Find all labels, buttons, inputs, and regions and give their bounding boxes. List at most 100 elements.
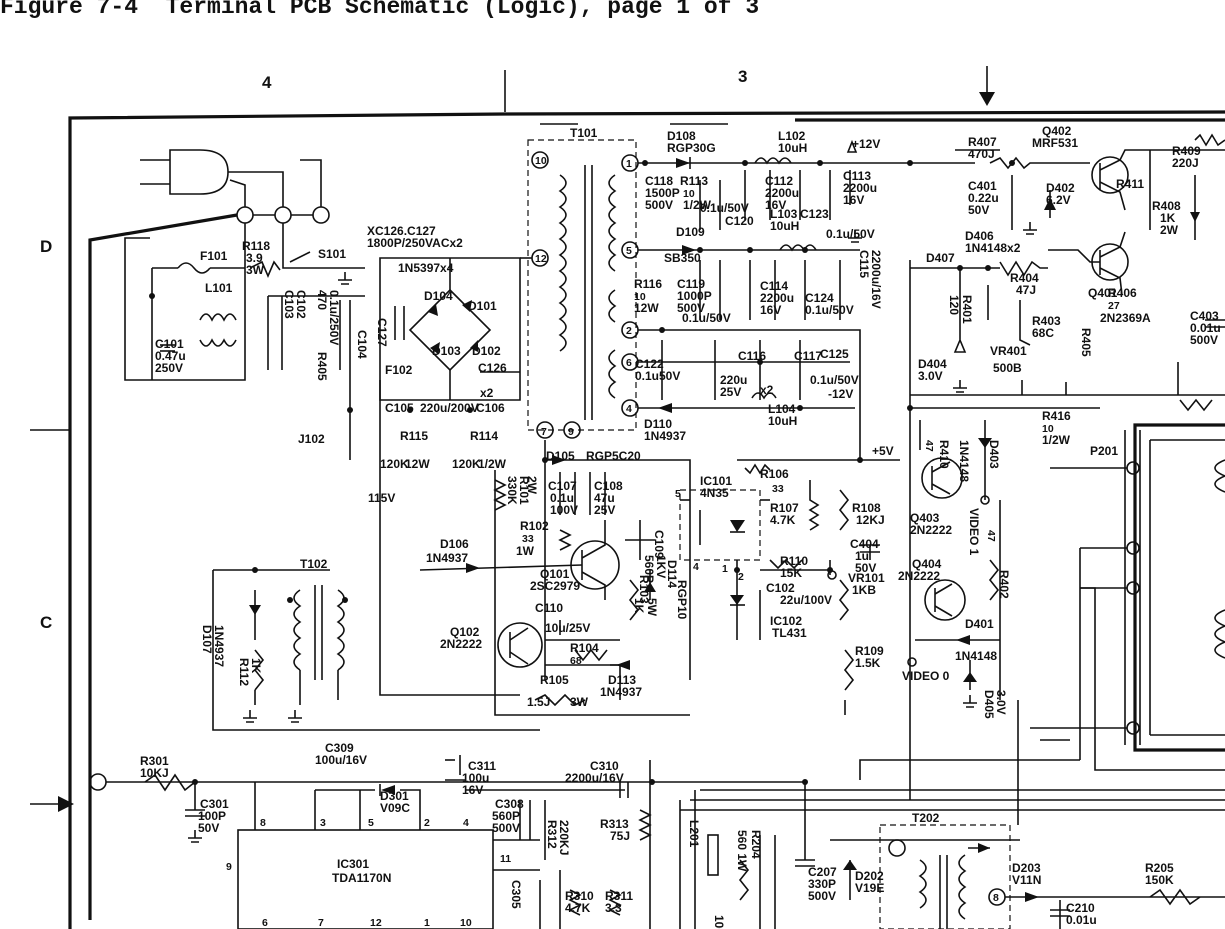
component-label: 330P: [808, 877, 836, 891]
component-label: 47u: [594, 491, 615, 505]
component-label: 2: [626, 325, 632, 337]
component-label: Q101: [540, 567, 570, 581]
component-label: 5W: [645, 598, 659, 617]
component-label: C120: [725, 214, 754, 228]
component-label: VR401: [990, 344, 1027, 358]
component-label: V09C: [380, 801, 410, 815]
component-label: 2: [424, 817, 430, 829]
component-label: C107: [548, 479, 577, 493]
component-label: R104: [570, 641, 599, 655]
component-label: Q404: [912, 557, 942, 571]
component-label: 15K: [780, 566, 802, 580]
component-label: C210: [1066, 901, 1095, 915]
component-label: R110: [780, 554, 808, 568]
component-label: 5: [626, 245, 632, 257]
component-label: C104: [355, 330, 369, 359]
component-label: 0.1u/50V: [700, 201, 749, 215]
component-label: C122: [635, 357, 664, 371]
component-label: D113: [608, 673, 636, 687]
component-label: MRF531: [1032, 136, 1078, 150]
component-label: C106: [476, 401, 505, 415]
component-label: D103: [432, 344, 461, 358]
transformer-t101: [520, 139, 639, 439]
component-label: 9: [568, 426, 574, 438]
component-label: R106: [760, 467, 789, 481]
component-label: C114: [760, 279, 788, 293]
border-frame: [30, 66, 1225, 929]
component-label: 1.5J: [527, 695, 550, 709]
component-label: 68: [570, 655, 582, 667]
component-label: R408: [1152, 199, 1181, 213]
component-label: D203: [1012, 861, 1041, 875]
component-label: D403: [987, 440, 1001, 469]
component-label: 3.3: [605, 901, 622, 915]
component-label: R401: [960, 295, 974, 324]
component-label: 100V: [550, 503, 578, 517]
component-label: TDA1170N: [332, 871, 391, 885]
component-label: 1000P: [677, 289, 712, 303]
component-label: 0.1u/50V: [810, 373, 859, 387]
component-label: R112: [237, 658, 251, 686]
component-label: C125: [820, 347, 849, 361]
component-label: 100P: [198, 809, 226, 823]
component-label: C118: [645, 174, 673, 188]
component-label: 1.5K: [855, 656, 881, 670]
component-label: 5: [675, 488, 681, 500]
figure-caption: Figure 7-4 Terminal PCB Schematic (Logic…: [0, 0, 760, 20]
component-label: 1N4937: [212, 625, 226, 667]
component-label: 2200u/16V: [565, 771, 624, 785]
deflection-section: [89, 548, 1225, 929]
component-label: D114: [665, 560, 679, 588]
component-label: C403: [1190, 309, 1219, 323]
component-label: 1KB: [852, 583, 876, 597]
component-label: 470J: [968, 147, 995, 161]
component-label: R116: [634, 277, 662, 291]
bridge-rectifier: [379, 257, 521, 401]
component-label: 500V: [492, 821, 520, 835]
component-label: R404: [1010, 271, 1039, 285]
component-label: 25V: [720, 385, 741, 399]
component-label: D406: [965, 229, 994, 243]
component-label: R416: [1042, 409, 1071, 423]
component-label: 0.01u: [1066, 913, 1097, 927]
component-label: 4N35: [700, 486, 729, 500]
component-label: D107: [200, 625, 214, 654]
component-label: C305: [509, 880, 523, 909]
component-label: x2: [480, 386, 494, 400]
component-label: C310: [590, 759, 619, 773]
component-label: R410: [937, 440, 951, 469]
component-label: D407: [926, 251, 955, 265]
component-label: C401: [968, 179, 997, 193]
component-label: 1N5397x4: [398, 261, 454, 275]
component-label: D101: [468, 299, 497, 313]
component-label: 50V: [855, 561, 876, 575]
component-label: 2200u/16V: [869, 250, 883, 309]
component-label: C115: [857, 250, 871, 278]
component-label: 3W: [570, 695, 589, 709]
component-label: 5: [368, 817, 374, 829]
component-label: Q403: [910, 511, 940, 525]
component-label: VIDEO 1: [967, 508, 981, 556]
component-label: 22u/100V: [780, 593, 832, 607]
component-label: 1K: [1160, 211, 1176, 225]
component-label: P201: [1090, 444, 1118, 458]
component-label: F101: [200, 249, 228, 263]
component-label: C101: [155, 337, 184, 351]
component-label: 4.7K: [770, 513, 796, 527]
component-label: 0.1u/50V: [805, 303, 854, 317]
component-label: 0.01u: [1190, 321, 1221, 335]
component-label: 4.7K: [565, 901, 591, 915]
component-label: C105: [385, 401, 414, 415]
component-label: C311: [468, 759, 496, 773]
component-label: F102: [385, 363, 413, 377]
component-label: C124: [805, 291, 834, 305]
component-label: 12: [535, 253, 547, 265]
component-label: 16V: [462, 783, 483, 797]
component-label: C109: [652, 530, 666, 559]
component-label: 10: [460, 917, 472, 929]
component-label: 7: [541, 426, 547, 438]
component-label: 10uH: [768, 414, 797, 428]
transformer-t102: [212, 569, 540, 731]
component-label: 1/2W: [1042, 433, 1071, 447]
